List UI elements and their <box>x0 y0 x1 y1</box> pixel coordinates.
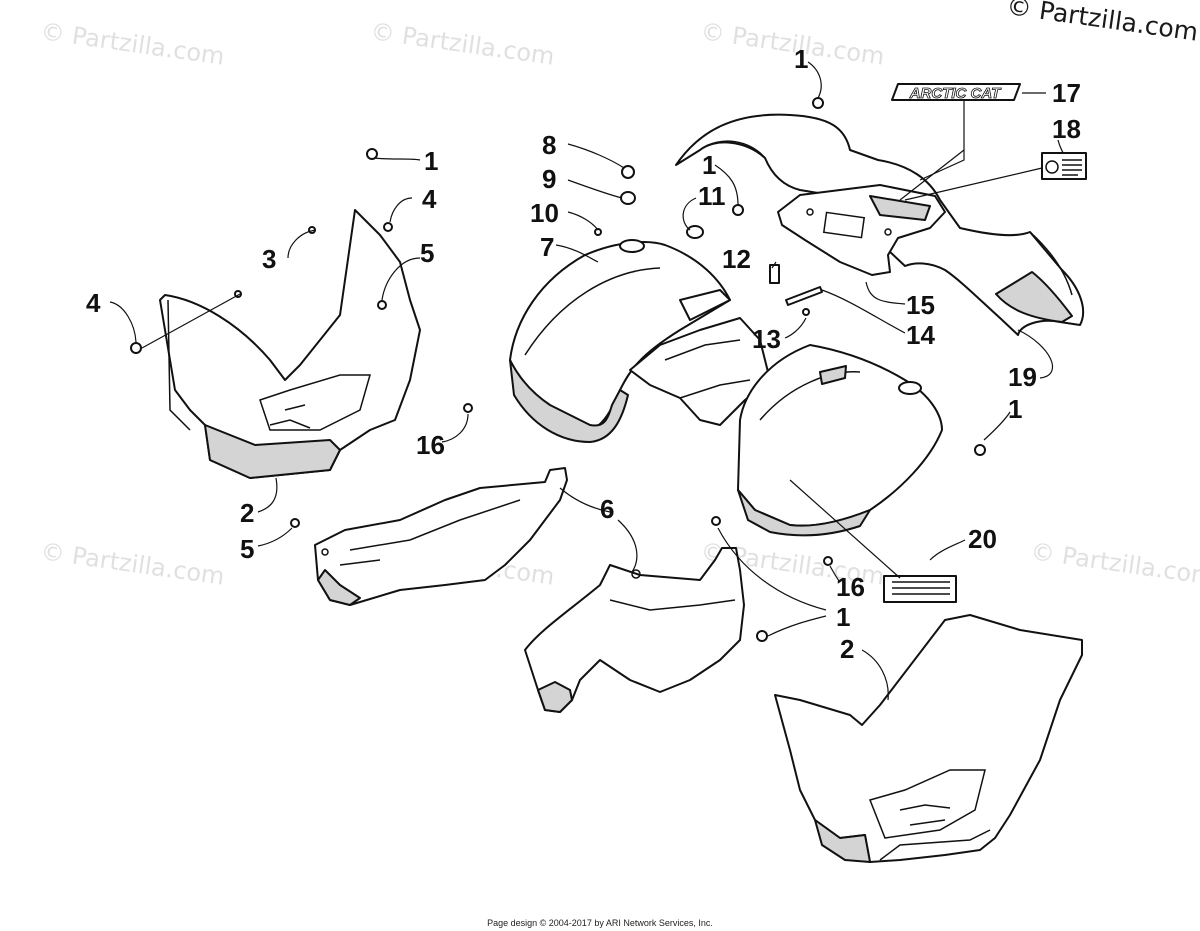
callout-2: 2 <box>840 634 854 664</box>
left-footwell <box>159 209 421 479</box>
callout-4: 4 <box>86 288 101 318</box>
warning-decal-18 <box>1041 152 1087 180</box>
callout-16: 16 <box>836 572 865 602</box>
callout-15: 15 <box>906 290 935 320</box>
callout-7: 7 <box>540 232 554 262</box>
rear-tail-panel <box>777 184 946 276</box>
front-fender <box>509 239 731 443</box>
callout-1: 1 <box>1008 394 1022 424</box>
callout-3: 3 <box>262 244 276 274</box>
callout-1: 1 <box>702 150 716 180</box>
callout-9: 9 <box>542 164 556 194</box>
callout-6: 6 <box>600 494 614 524</box>
callout-5: 5 <box>420 238 434 268</box>
right-footwell <box>774 614 1083 863</box>
callout-1: 1 <box>424 146 438 176</box>
callout-17: 17 <box>1052 78 1081 108</box>
leader-lines <box>109 61 1064 701</box>
arctic-cat-decal: ARCTIC CAT <box>891 83 1021 102</box>
callout-5: 5 <box>240 534 254 564</box>
arctic-cat-logo-text: ARCTIC CAT <box>909 85 1002 102</box>
callout-20: 20 <box>968 524 997 554</box>
callout-11: 11 <box>698 181 726 211</box>
callout-4: 4 <box>422 184 437 214</box>
warning-decal-20 <box>883 575 957 603</box>
callout-2: 2 <box>240 498 254 528</box>
callout-18: 18 <box>1052 114 1081 144</box>
right-front-fender <box>737 344 943 537</box>
callout-19: 19 <box>1008 362 1037 392</box>
callouts: 1 17 18 1 8 9 1 11 10 7 4 3 5 4 12 15 14… <box>86 44 1081 664</box>
callout-14: 14 <box>906 320 935 350</box>
callout-10: 10 <box>530 198 559 228</box>
callout-12: 12 <box>722 244 751 274</box>
inner-fender <box>629 317 771 426</box>
left-side-panel <box>314 467 568 606</box>
callout-1: 1 <box>836 602 850 632</box>
callout-13: 13 <box>752 324 781 354</box>
footer-text: Page design © 2004-2017 by ARI Network S… <box>487 918 713 928</box>
right-side-panel <box>524 547 745 713</box>
callout-8: 8 <box>542 130 556 160</box>
callout-16: 16 <box>416 430 445 460</box>
callout-1: 1 <box>794 44 808 74</box>
